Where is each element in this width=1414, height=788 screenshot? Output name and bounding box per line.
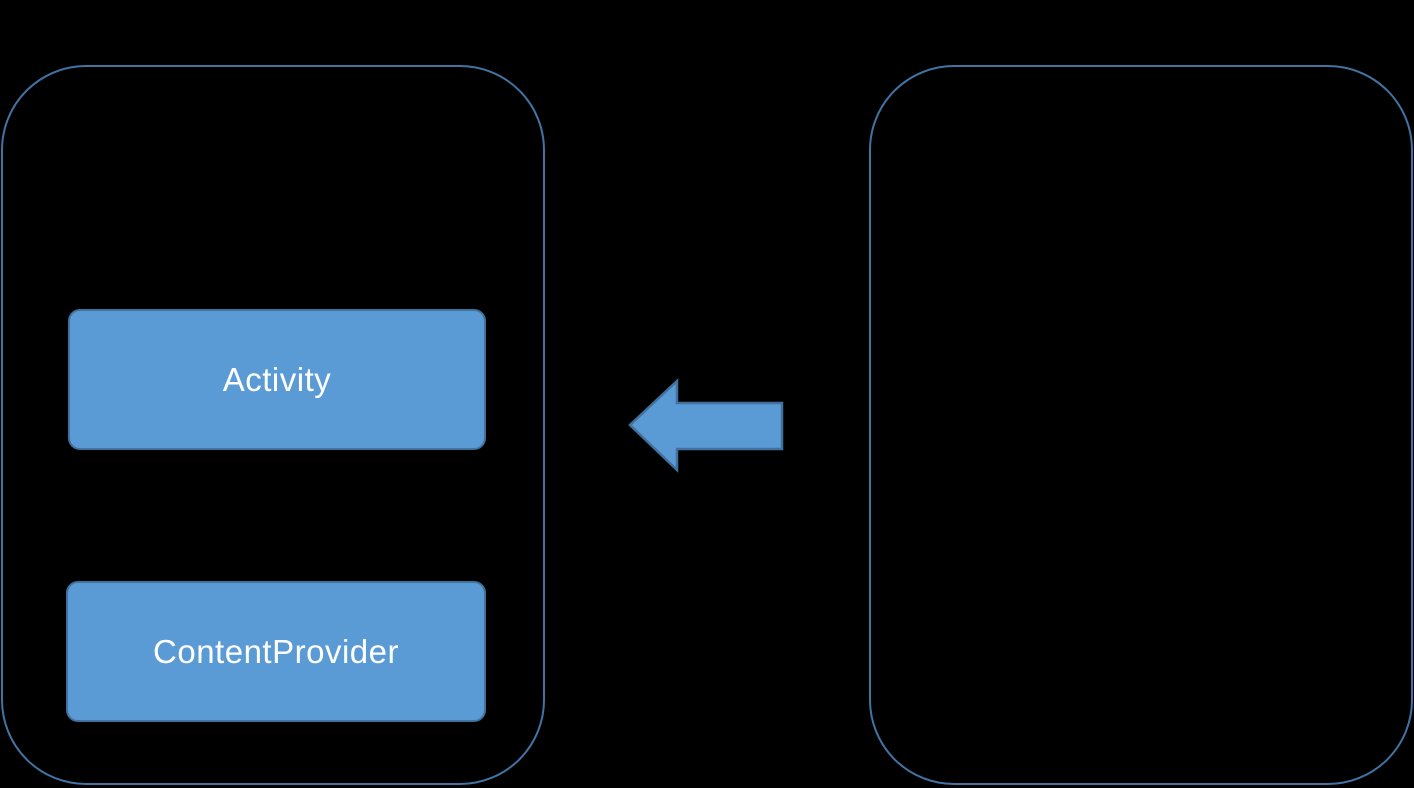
activity-box: Activity (68, 309, 486, 450)
contentprovider-label: ContentProvider (153, 632, 399, 670)
left-arrow-shape (628, 378, 784, 473)
left-app-container: Activity ContentProvider (1, 65, 545, 785)
right-container (869, 65, 1413, 785)
contentprovider-box: ContentProvider (66, 581, 486, 722)
left-arrow-icon (628, 378, 784, 473)
activity-label: Activity (222, 360, 332, 398)
